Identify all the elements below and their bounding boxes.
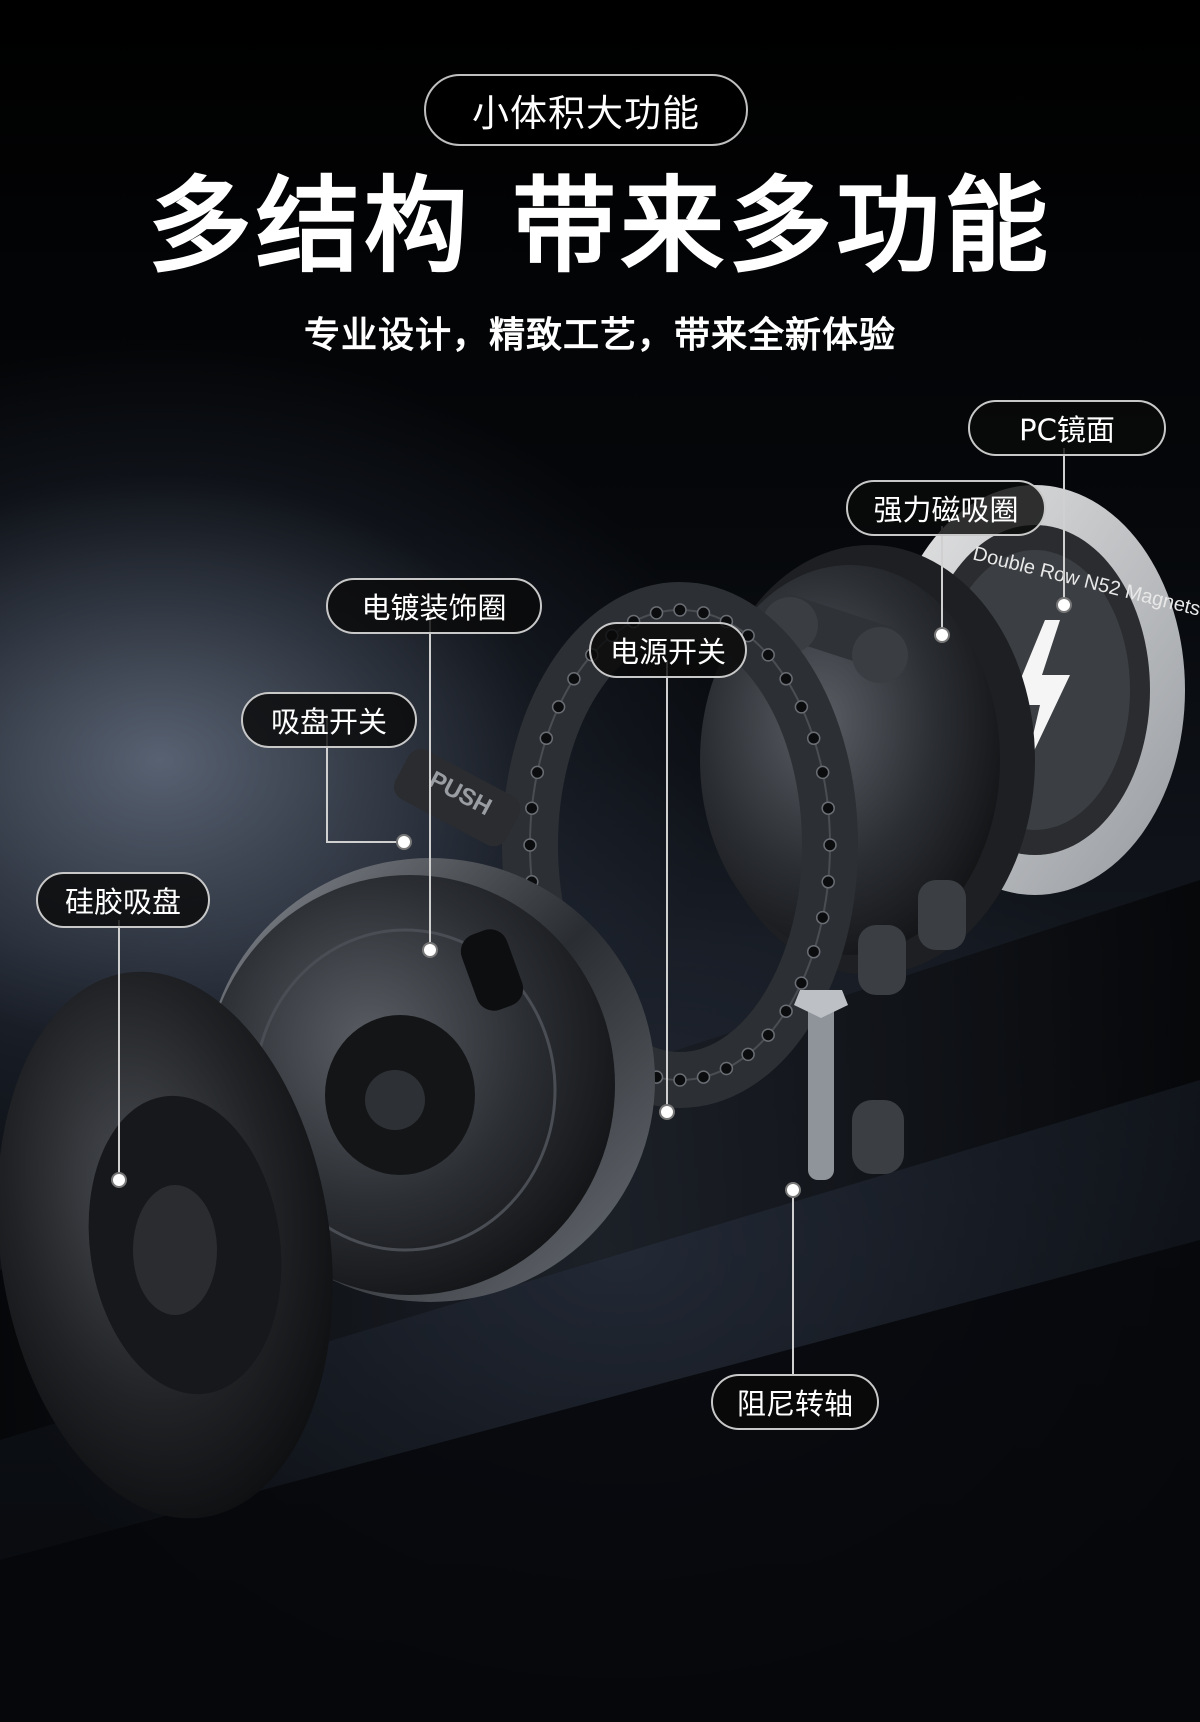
ring-bead	[719, 1061, 734, 1076]
ring-bead	[523, 838, 537, 852]
ring-bead	[741, 1047, 755, 1062]
ring-bead	[649, 606, 664, 620]
ring-bead	[696, 1070, 711, 1084]
callout-magnetic-ring: 强力磁吸圈	[846, 480, 1046, 536]
ring-bead	[551, 700, 566, 714]
ring-bead	[794, 976, 809, 990]
ring-bead	[696, 606, 711, 620]
ring-bead	[806, 731, 821, 746]
leader-lines	[118, 448, 1065, 1375]
ring-bead	[673, 603, 687, 617]
ring-bead	[761, 1028, 775, 1042]
callout-plated-trim-text: 电镀装饰圈	[361, 591, 507, 625]
ring-bead	[815, 910, 830, 925]
reflective-floor	[0, 1240, 1200, 1722]
ring-bead	[530, 765, 545, 780]
ring-bead	[779, 1004, 793, 1018]
silicone-cup-part	[0, 971, 333, 1519]
ring-bead	[525, 801, 539, 815]
callout-silicone-cup: 硅胶吸盘	[36, 872, 210, 928]
callout-suction-switch-text: 吸盘开关	[270, 705, 387, 739]
callout-magnetic-ring-text: 强力磁吸圈	[873, 493, 1019, 527]
ring-bead	[673, 1073, 687, 1087]
leader-dots	[111, 597, 1072, 1198]
ring-bead	[794, 700, 809, 714]
callout-power-switch: 电源开关	[589, 622, 747, 678]
push-button-part	[394, 748, 521, 847]
callout-pc-lens-text: PC镜面	[1019, 413, 1115, 447]
callout-damping-shaft: 阻尼转轴	[711, 1374, 879, 1430]
callout-power-switch-text: 电源开关	[609, 635, 726, 669]
ring-bead	[539, 731, 554, 746]
ring-bead	[823, 838, 837, 852]
subheadline: 专业设计，精致工艺，带来全新体验	[303, 315, 896, 356]
feature-badge-text: 小体积大功能	[472, 92, 700, 135]
ring-bead	[779, 672, 793, 686]
ring-bead	[567, 672, 581, 686]
ring-bead	[761, 648, 775, 662]
callout-damping-shaft-text: 阻尼转轴	[736, 1387, 853, 1421]
callout-suction-switch: 吸盘开关	[241, 692, 417, 748]
ring-bead	[806, 944, 821, 959]
callout-pc-lens: PC镜面	[968, 400, 1166, 456]
ring-bead	[815, 765, 830, 780]
callout-plated-trim: 电镀装饰圈	[326, 578, 542, 634]
callout-silicone-cup-text: 硅胶吸盘	[64, 885, 181, 919]
ring-bead	[821, 801, 835, 815]
feature-badge: 小体积大功能	[424, 74, 748, 146]
ring-bead	[821, 875, 835, 889]
headline: 多结构 带来多功能	[147, 165, 1053, 287]
damping-shaft-part	[794, 880, 966, 1180]
